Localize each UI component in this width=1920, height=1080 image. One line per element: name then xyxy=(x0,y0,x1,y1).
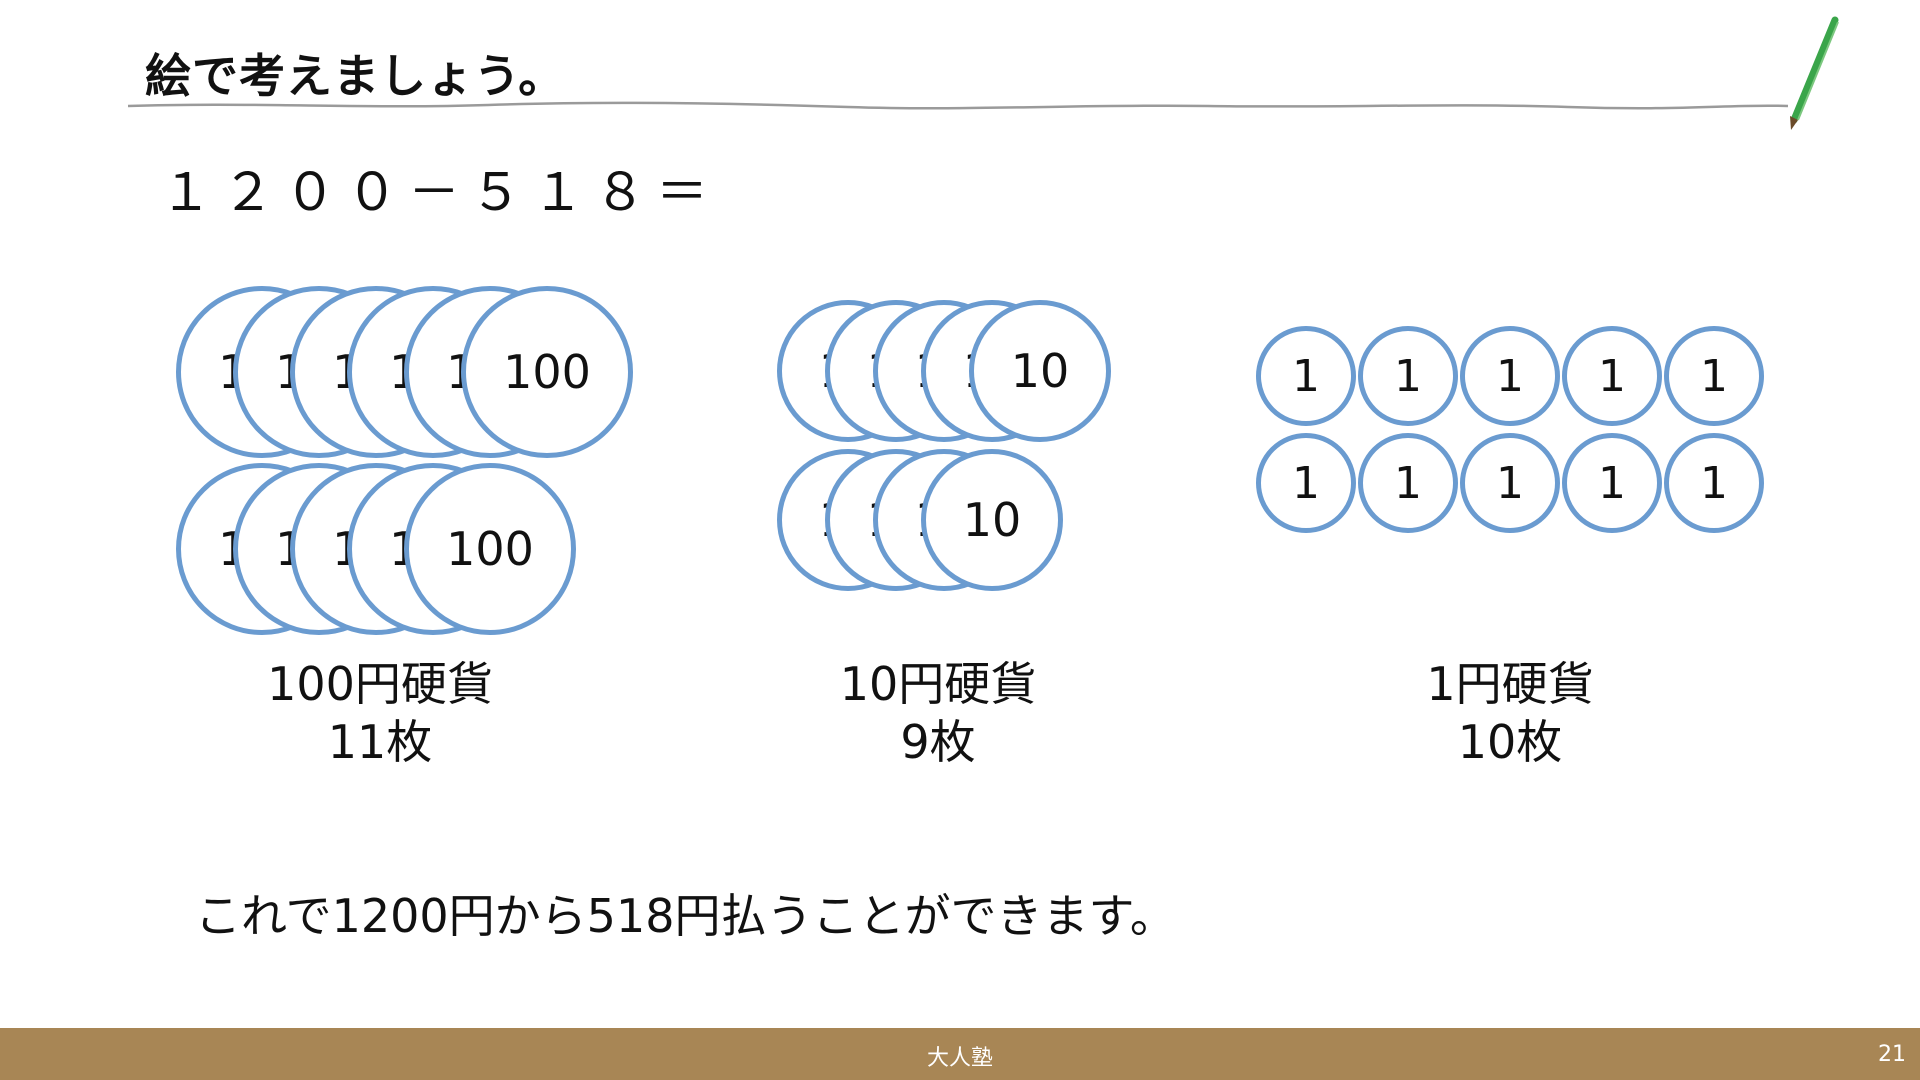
coin-1: 1 xyxy=(1562,326,1662,426)
coin-1: 1 xyxy=(1358,433,1458,533)
footer-brand: 大人塾 xyxy=(926,1046,993,1071)
coin-count-label: 11枚 xyxy=(327,715,433,769)
slide-title: 絵で考えましょう。 xyxy=(145,49,566,103)
coin-1: 1 xyxy=(1664,326,1764,426)
page-number: 21 xyxy=(1878,1042,1906,1067)
title-underline xyxy=(128,101,1789,110)
coin-count-label: 9枚 xyxy=(900,715,976,769)
coin-type-label: 100円硬貨 xyxy=(267,657,493,711)
coin-1: 1 xyxy=(1460,433,1560,533)
coin-1: 1 xyxy=(1256,433,1356,533)
coin-count-label: 10枚 xyxy=(1457,715,1563,769)
footer-bar: 大人塾 21 xyxy=(0,1028,1920,1080)
coin-10: 10 xyxy=(969,300,1111,442)
coin-100: 100 xyxy=(461,286,633,458)
coin-1: 1 xyxy=(1358,326,1458,426)
coin-1: 1 xyxy=(1460,326,1560,426)
coin-type-label: 10円硬貨 xyxy=(839,657,1037,711)
coin-type-label: 1円硬貨 xyxy=(1426,657,1594,711)
coin-10: 10 xyxy=(921,449,1063,591)
coin-1: 1 xyxy=(1562,433,1662,533)
conclusion-text: これで1200円から518円払うことができます。 xyxy=(195,889,1176,943)
coin-1: 1 xyxy=(1664,433,1764,533)
pencil-icon xyxy=(1790,16,1839,130)
coin-1: 1 xyxy=(1256,326,1356,426)
coin-100: 100 xyxy=(404,463,576,635)
equation: １２００－５１８＝ xyxy=(160,163,719,223)
